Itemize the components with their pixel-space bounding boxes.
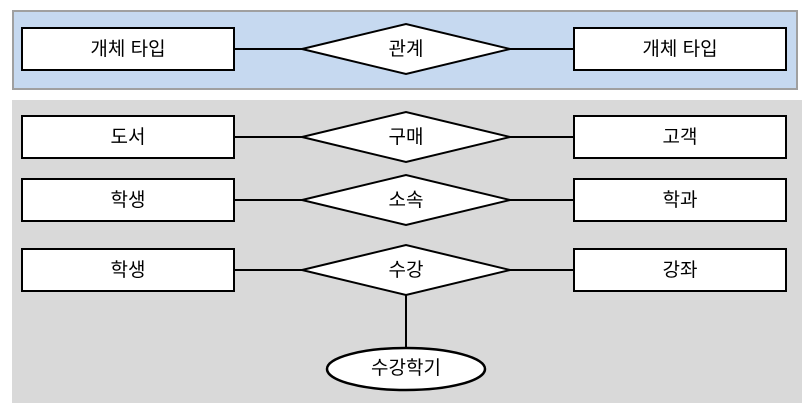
entity-box-gangjwa: 강좌 <box>573 248 787 292</box>
attribute-label-suganghakgi: 수강학기 <box>371 358 441 379</box>
entity-box-hakgwa: 학과 <box>573 178 787 222</box>
entity-box-haksaeng-2: 학생 <box>21 248 235 292</box>
entity-box-haksaeng-1: 학생 <box>21 178 235 222</box>
relationship-label-sugang: 수강 <box>388 260 424 281</box>
relationship-label-gume: 구매 <box>388 127 424 148</box>
relationship-label-sosok: 소속 <box>388 190 424 211</box>
entity-box-gogaek: 고객 <box>573 115 787 159</box>
legend-entity-left: 개체 타입 <box>21 27 235 71</box>
entity-box-doseo: 도서 <box>21 115 235 159</box>
legend-relationship-label: 관계 <box>388 39 424 60</box>
legend-entity-right: 개체 타입 <box>573 27 787 71</box>
